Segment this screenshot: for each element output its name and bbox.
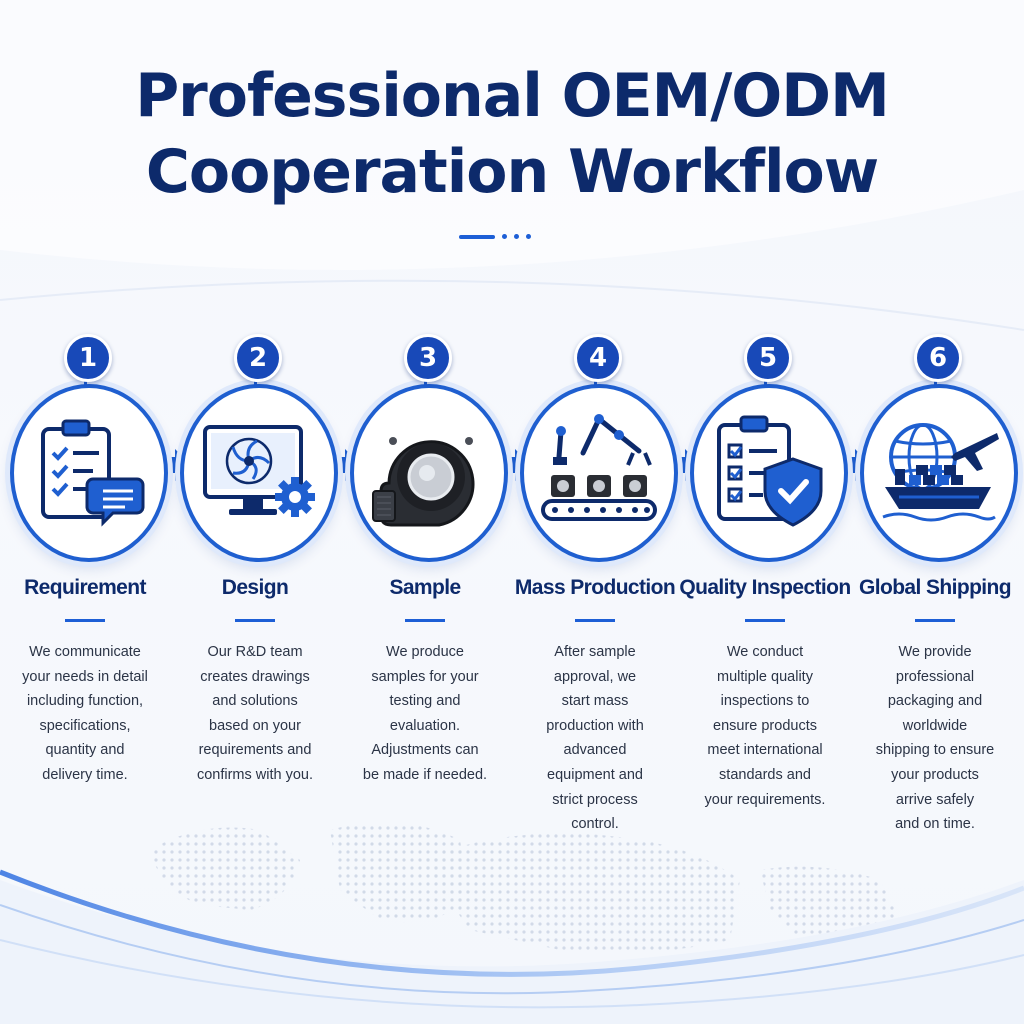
step-icon-circle <box>860 384 1018 562</box>
step-description: We provide professional packaging and wo… <box>850 640 1020 837</box>
desc-line: based on your <box>209 717 301 734</box>
arrow-right-icon <box>841 449 871 481</box>
arrow-right-icon <box>161 449 191 481</box>
world-map-dots <box>150 822 900 954</box>
step-number-badge: 3 <box>404 334 452 382</box>
desc-line: confirms with you. <box>196 766 314 783</box>
desc-line: We produce <box>386 644 464 660</box>
step-description: Our R&D team creates drawings and soluti… <box>170 640 340 788</box>
desc-line: Our R&D team <box>207 644 303 660</box>
step-number-badge: 1 <box>64 334 112 382</box>
title-line-2: Cooperation Workflow <box>145 137 879 207</box>
step-title: Design <box>221 576 289 599</box>
step-title: Quality Inspection <box>679 576 851 599</box>
title-divider <box>459 234 531 239</box>
step-title: Mass Production <box>514 576 676 599</box>
desc-line: including function, <box>26 693 144 710</box>
step-number-badge: 2 <box>234 334 282 382</box>
title-line-1: Professional OEM/ODM <box>135 61 890 131</box>
robot-arms-conveyor-icon <box>541 414 657 521</box>
desc-line: requirements and <box>198 742 312 759</box>
step-icon-circle <box>350 384 508 562</box>
desc-line: After sample <box>554 644 636 660</box>
desc-line: delivery time. <box>42 766 128 783</box>
desc-line: approval, we <box>553 668 637 685</box>
desc-line: creates drawings <box>200 668 310 685</box>
divider-dash <box>459 234 495 239</box>
step-icon-circle <box>690 384 848 562</box>
desc-line: standards and <box>719 766 811 783</box>
blower-fan-icon <box>372 437 475 527</box>
step-description: We conduct multiple quality inspections … <box>680 640 850 812</box>
step-icon-circle <box>520 384 678 562</box>
step-icon-circle <box>180 384 338 562</box>
step-description: After sample approval, we start mass pro… <box>510 640 680 837</box>
desc-line: and on time. <box>895 816 975 833</box>
desc-line: meet international <box>707 742 823 759</box>
step-underline <box>405 619 445 622</box>
desc-line: inspections to <box>720 693 810 710</box>
desc-line: worldwide <box>902 717 968 734</box>
globe-plane-ship-icon <box>882 423 999 522</box>
arrow-right-icon <box>671 449 701 481</box>
arrow-right-icon <box>331 449 361 481</box>
desc-line: We communicate <box>29 644 141 660</box>
step-title: Requirement <box>24 576 146 599</box>
desc-line: We provide <box>898 644 972 660</box>
monitor-fan-gear-icon <box>203 425 315 517</box>
desc-line: your needs in detail <box>22 668 148 685</box>
desc-line: packaging and <box>887 693 983 710</box>
desc-line: We conduct <box>726 644 804 660</box>
divider-dot <box>502 234 507 239</box>
page-title: Professional OEM/ODM Cooperation Workflo… <box>0 58 1024 210</box>
step-title: Global Shipping <box>859 576 1012 599</box>
step-number-badge: 6 <box>914 334 962 382</box>
desc-line: quantity and <box>45 742 125 759</box>
desc-line: ensure products <box>713 717 817 734</box>
desc-line: arrive safely <box>895 791 975 808</box>
step-number-badge: 4 <box>574 334 622 382</box>
desc-line: control. <box>571 816 619 833</box>
desc-line: specifications, <box>39 717 131 734</box>
step-underline <box>915 619 955 622</box>
clipboard-shield-check-icon <box>717 415 823 527</box>
desc-line: shipping to ensure <box>875 742 995 759</box>
step-underline <box>235 619 275 622</box>
desc-line: multiple quality <box>717 668 813 685</box>
step-underline <box>745 619 785 622</box>
step-underline <box>575 619 615 622</box>
desc-line: your products <box>891 766 979 783</box>
divider-dot <box>526 234 531 239</box>
step-title: Sample <box>389 576 461 599</box>
step-number-badge: 5 <box>744 334 792 382</box>
desc-line: start mass <box>561 693 629 710</box>
clipboard-checklist-chat-icon <box>41 419 145 527</box>
desc-line: strict process <box>552 791 638 808</box>
step-underline <box>65 619 105 622</box>
step-icon-circle <box>10 384 168 562</box>
desc-line: advanced <box>563 742 627 759</box>
desc-line: your requirements. <box>704 791 826 808</box>
desc-line: evaluation. <box>389 717 461 734</box>
desc-line: and solutions <box>212 693 298 710</box>
desc-line: testing and <box>389 693 461 710</box>
divider-dot <box>514 234 519 239</box>
step-description: We communicate your needs in detail incl… <box>0 640 170 788</box>
step-description: We produce samples for your testing and … <box>340 640 510 788</box>
desc-line: equipment and <box>547 766 643 783</box>
desc-line: professional <box>895 668 975 685</box>
arrow-right-icon <box>501 449 531 481</box>
desc-line: Adjustments can <box>371 742 479 759</box>
desc-line: production with <box>546 717 644 734</box>
desc-line: samples for your <box>371 668 479 685</box>
desc-line: be made if needed. <box>362 766 488 783</box>
